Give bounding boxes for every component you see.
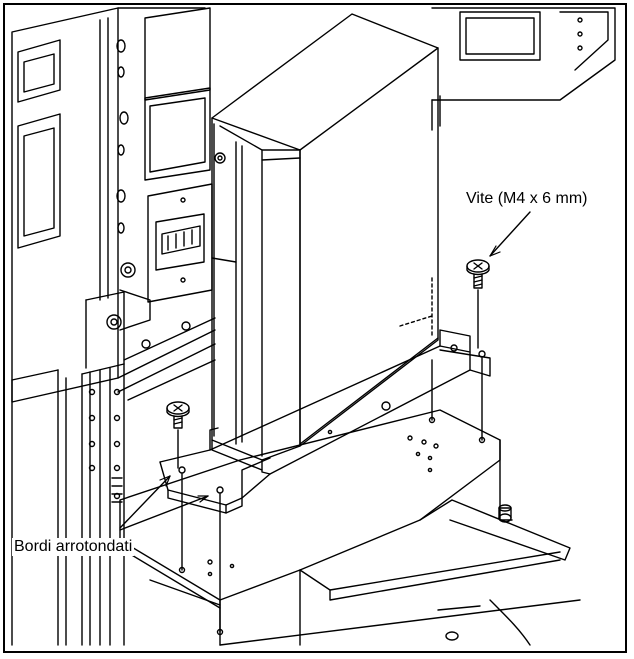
- support-bracket: [159, 329, 491, 514]
- mounting-plate: [119, 401, 581, 646]
- rear-chassis-panel: [11, 7, 216, 403]
- screw-callout-label: Vite (M4 x 6 mm): [464, 190, 590, 208]
- screw-leader: [489, 211, 531, 257]
- rounded-edges-callout-label: Bordi arrotondati: [12, 538, 135, 556]
- screw-icon: [466, 259, 490, 349]
- left-rack-rails: [11, 291, 216, 646]
- rounded-edges-leader: [119, 475, 209, 531]
- vertical-module: [211, 13, 439, 475]
- rear-chassis-right: [431, 7, 616, 131]
- alignment-lines: [178, 357, 486, 636]
- screw-icon: [166, 401, 190, 469]
